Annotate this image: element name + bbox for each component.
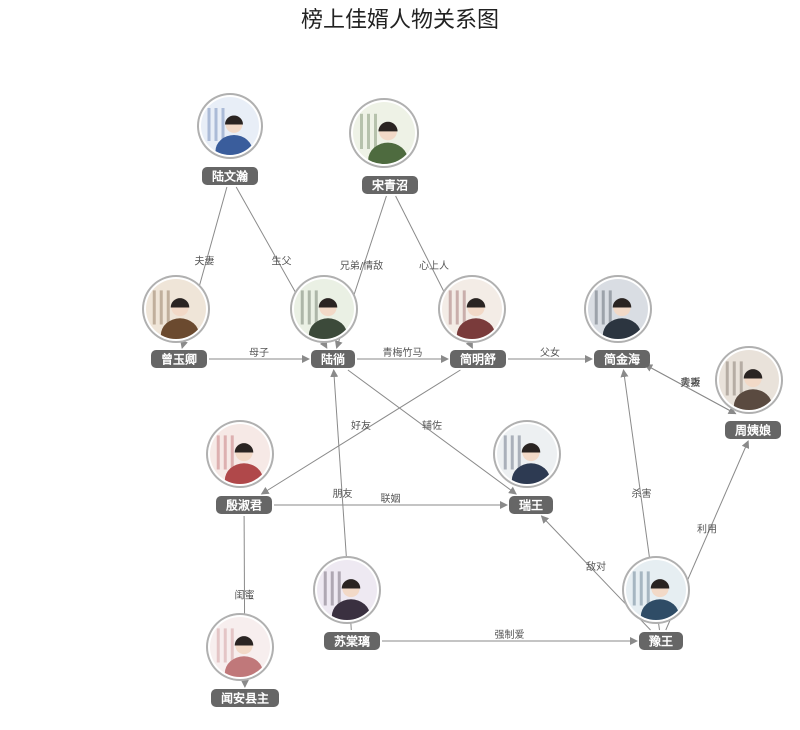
node-sutangli[interactable]: 苏棠璃: [313, 556, 381, 650]
node-label: 苏棠璃: [334, 634, 370, 649]
portrait-icon: [438, 275, 506, 343]
node-label: 豫王: [649, 634, 673, 649]
node-label-pill: [725, 421, 781, 439]
edge-label: 母子: [249, 347, 269, 359]
portrait-icon: [197, 93, 263, 159]
edges-layer: 夫妻生父兄弟/情敌心上人母子青梅竹马父女背叛夫妻好友辅佐联姻朋友闺蜜强制爱敌对杀…: [180, 186, 750, 688]
edge-label: 夫妻: [195, 255, 215, 268]
node-ruiwang[interactable]: 瑞王: [493, 420, 561, 514]
portrait-icon: [349, 98, 419, 168]
node-label: 曾玉卿: [161, 352, 197, 367]
edge-label: 朋友: [333, 487, 353, 500]
node-label-pill: [594, 350, 650, 368]
node-label-pill: [151, 350, 207, 368]
node-jianjinhai[interactable]: 简金海: [584, 275, 652, 368]
node-yinshujun[interactable]: 殷淑君: [206, 420, 274, 514]
node-yuwang[interactable]: 豫王: [622, 556, 690, 650]
portrait-icon: [313, 556, 381, 624]
edge-label: 辅佐: [422, 419, 442, 432]
edge-label: 联姻: [381, 492, 401, 505]
node-zhouyiniang[interactable]: 周姨娘: [715, 346, 783, 439]
node-label: 宋青沼: [372, 178, 408, 193]
edge-label: 利用: [697, 524, 717, 536]
node-label-pill: [211, 689, 279, 707]
portrait-icon: [206, 420, 274, 488]
node-label: 陆徜: [321, 352, 345, 367]
edge-zhouyiniang-jianjinhai[interactable]: [644, 364, 736, 415]
node-label-pill: [324, 632, 380, 650]
node-label-pill: [362, 176, 418, 194]
node-zengyuqing[interactable]: 曾玉卿: [142, 275, 210, 368]
node-label: 殷淑君: [226, 498, 262, 513]
node-label-pill: [202, 167, 258, 185]
edge-label: 父女: [540, 346, 560, 359]
edge-label: 心上人: [419, 260, 449, 272]
node-label: 瑞王: [519, 498, 543, 513]
node-label: 简明舒: [460, 352, 496, 367]
node-wenanxianzhu[interactable]: 闻安县主: [206, 613, 279, 707]
node-label-pill: [509, 496, 553, 514]
edge-label: 青梅竹马: [383, 346, 423, 359]
node-label: 陆文瀚: [212, 169, 248, 184]
edge-label: 敌对: [586, 560, 606, 573]
edge-label: 好友: [351, 419, 371, 432]
edge-luxiao-ruiwang[interactable]: [347, 369, 517, 495]
portrait-icon: [290, 275, 358, 343]
node-luwenhan[interactable]: 陆文瀚: [197, 93, 263, 185]
edge-label: 生父: [272, 255, 292, 268]
portrait-icon: [206, 613, 274, 681]
node-songqingzhao[interactable]: 宋青沼: [349, 98, 419, 194]
node-label: 简金海: [604, 352, 640, 367]
node-label: 周姨娘: [735, 423, 771, 438]
edge-label: 兄弟/情敌: [340, 259, 383, 272]
edge-label: 杀害: [632, 487, 652, 500]
portrait-icon: [715, 346, 783, 414]
page-title: 榜上佳婿人物关系图: [300, 8, 499, 33]
node-label-pill: [311, 350, 355, 368]
node-label: 闻安县主: [221, 691, 269, 706]
node-label-pill: [216, 496, 272, 514]
portrait-icon: [142, 275, 210, 343]
edge-label: 强制爱: [495, 628, 525, 641]
portrait-icon: [584, 275, 652, 343]
node-label-pill: [639, 632, 683, 650]
portrait-icon: [493, 420, 561, 488]
node-jianmingshu[interactable]: 简明舒: [438, 275, 506, 368]
node-luxiao[interactable]: 陆徜: [290, 275, 358, 368]
edge-label: 闺蜜: [235, 589, 255, 602]
node-label-pill: [450, 350, 506, 368]
edge-jianmingshu-yinshujun[interactable]: [260, 369, 461, 495]
edge-label: 夫妻: [680, 376, 700, 389]
portrait-icon: [622, 556, 690, 624]
